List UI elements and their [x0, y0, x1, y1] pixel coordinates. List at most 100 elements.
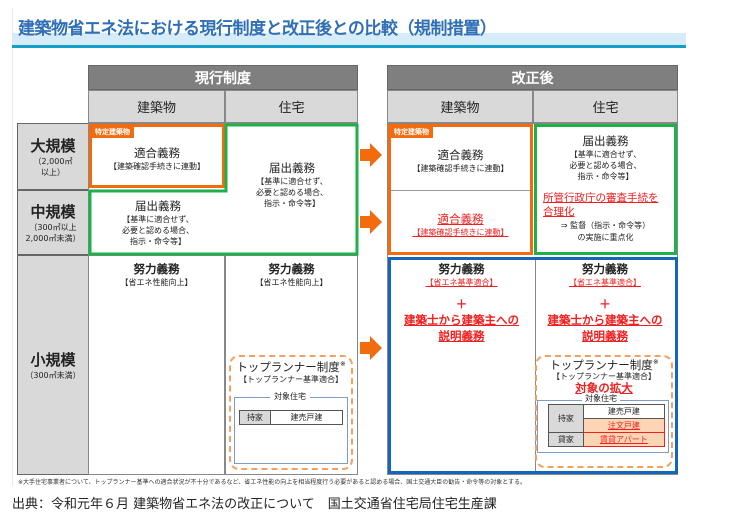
notify-detail: 指示・命令等】 [130, 237, 186, 246]
notify-detail: 【基準に適合せず、 [569, 150, 642, 159]
specific-building-tag: 特定建築物 [91, 126, 134, 138]
toprunner-title-row: トップランナー制度※ [231, 359, 351, 375]
revised-housing-box: 届出義務 【基準に適合せず、 必要と認める場合、 指示・命令等】 所管行政庁の審… [534, 124, 677, 255]
arrow-icon [360, 143, 382, 167]
notify-title: 届出義務 [582, 134, 629, 148]
row-medium-label: 中規模 [30, 203, 76, 221]
revised-col-building: 建築物 [387, 90, 533, 123]
revised-small-building-text: 努力義務 【省エネ基準適合】 ＋ 建築士から建築主への 説明義務 [391, 261, 532, 344]
row-medium: 中規模 （300㎡以上 2,000㎡未満） [17, 190, 89, 255]
row-small-sub1: （300㎡未満） [25, 371, 81, 380]
row-medium-sub1: （300㎡以上 [29, 223, 77, 232]
expand-target-text: 対象の拡大 [575, 381, 633, 395]
footnote: ※大手住宅事業者について、トップランナー基準への適合状況が不十分であるなど、省エ… [18, 479, 527, 486]
title-underline [12, 45, 686, 48]
conform-detail: 【建築確認手続きに連動】 [109, 162, 205, 171]
current-target-table: 持家建売戸建 [239, 410, 344, 425]
current-header: 現行制度 [88, 65, 358, 90]
revised-notify-text: 届出義務 【基準に適合せず、 必要と認める場合、 指示・命令等】 [537, 133, 674, 182]
plus-sign: ＋ [599, 297, 611, 311]
row-small: 小規模 （300㎡未満） [17, 255, 89, 475]
current-small-building-text: 努力義務 【省エネ性能向上】 [88, 261, 225, 288]
effort-detail: 【省エネ基準適合】 [425, 278, 498, 287]
notify-title: 届出義務 [135, 199, 181, 213]
toprunner-title: トップランナー制度 [236, 360, 340, 374]
effort-title: 努力義務 [438, 262, 485, 276]
current-large-housing-text: 届出義務 【基準に適合せず、 必要と認める場合、 指示・命令等】 [228, 160, 356, 209]
explain-line2: 説明義務 [438, 329, 485, 343]
effort-detail: 【省エネ性能向上】 [255, 278, 328, 287]
supervise-line1: ⇒ 監督（指示・命令等） [560, 221, 651, 230]
revised-toprunner-box: トップランナー制度※ 【トップランナー基準適合】 対象の拡大 対象住宅 持家建売… [535, 355, 673, 468]
rationalize-line1: 所管行政庁の審査手続を [543, 192, 659, 204]
current-col-building: 建築物 [88, 90, 225, 123]
conform-detail: 【建築確認手続きに連動】 [412, 164, 509, 173]
target-housing-frame: 対象住宅 持家建売戸建 注文戸建 貸家賃貸アパート [537, 393, 669, 453]
revised-header: 改正後 [387, 65, 678, 90]
notify-detail: 必要と認める場合、 [569, 161, 642, 170]
own-home-cell: 持家 [239, 410, 271, 425]
current-small-housing [225, 255, 358, 475]
conform-detail-new: 【建築確認手続きに連動】 [412, 228, 509, 237]
notify-detail: 【基準に適合せず、 [122, 215, 194, 224]
notify-detail: 指示・命令等】 [264, 199, 320, 208]
current-large-building-box: 特定建築物 適合義務 【建築確認手続きに連動】 [89, 124, 225, 188]
explain-line1: 建築士から建築主への [547, 313, 663, 327]
revised-building-box: 特定建築物 適合義務 【建築確認手続きに連動】 適合義務 【建築確認手続きに連動… [388, 124, 533, 255]
notify-detail: 必要と認める場合、 [122, 226, 194, 235]
arrow-icon [360, 210, 382, 234]
notify-title: 届出義務 [269, 161, 315, 175]
built-for-sale-cell: 建売戸建 [269, 410, 344, 425]
row-large-label: 大規模 [30, 137, 76, 155]
rental-apartment-cell: 賃貸アパート [582, 432, 666, 447]
arrow-icon [360, 336, 382, 360]
effort-detail: 【省エネ性能向上】 [120, 278, 193, 287]
divider [391, 190, 530, 191]
explain-line2: 説明義務 [582, 329, 628, 343]
rationalize-text: 所管行政庁の審査手続を 合理化 [543, 191, 659, 219]
toprunner-detail: 【トップランナー基準適合】 [552, 372, 656, 381]
row-large-sub2: 以上） [41, 168, 65, 177]
current-col-housing: 住宅 [225, 90, 358, 123]
row-large-sub1: （2,000㎡ [33, 157, 73, 166]
revised-target-table: 持家建売戸建 注文戸建 貸家賃貸アパート [548, 404, 666, 447]
toprunner-title: トップランナー制度 [549, 358, 653, 372]
title-band [12, 33, 686, 45]
source-citation: 出典：令和元年６月 建築物省エネ法の改正について 国土交通省住宅局住宅生産課 [12, 497, 497, 512]
target-housing-label: 対象住宅 [270, 391, 310, 402]
supervise-line2: の実施に重点化 [577, 233, 634, 242]
plus-sign: ＋ [455, 297, 468, 311]
page-title: 建築物省エネ法における現行制度と改正後との比較（規制措置） [18, 19, 497, 39]
conform-title: 適合義務 [437, 148, 484, 162]
built-for-sale-cell: 建売戸建 [582, 404, 666, 419]
rationalize-line2: 合理化 [543, 206, 575, 218]
toprunner-detail: 【トップランナー基準適合】 [239, 375, 343, 384]
effort-title: 努力義務 [268, 262, 315, 276]
target-housing-label: 対象住宅 [582, 393, 620, 404]
rental-home-cell: 貸家 [548, 432, 584, 447]
notify-detail: 必要と認める場合、 [256, 188, 328, 197]
current-small-building [88, 255, 225, 475]
current-toprunner-box: トップランナー制度※ 【トップランナー基準適合】 対象住宅 持家建売戸建 [229, 355, 353, 470]
explain-line1: 建築士から建築主への [404, 313, 519, 327]
effort-title: 努力義務 [582, 262, 628, 276]
toprunner-mark: ※ [652, 358, 659, 367]
toprunner-mark: ※ [339, 360, 346, 369]
current-small-housing-text: 努力義務 【省エネ性能向上】 [225, 261, 358, 288]
current-medium-building-text: 届出義務 【基準に適合せず、 必要と認める場合、 指示・命令等】 [92, 198, 224, 247]
effort-detail: 【省エネ基準適合】 [569, 278, 641, 287]
row-large: 大規模 （2,000㎡ 以上） [17, 123, 89, 190]
row-small-label: 小規模 [30, 351, 76, 369]
target-housing-frame: 対象住宅 持家建売戸建 [234, 391, 348, 464]
custom-built-cell: 注文戸建 [582, 418, 666, 433]
toprunner-title-row: トップランナー制度※ [537, 357, 671, 373]
conform-title: 適合義務 [134, 146, 180, 160]
effort-title: 努力義務 [133, 262, 180, 276]
notify-detail: 【基準に適合せず、 [256, 177, 328, 186]
revised-small-housing-text: 努力義務 【省エネ基準適合】 ＋ 建築士から建築主への 説明義務 [534, 261, 676, 344]
specific-building-tag: 特定建築物 [390, 126, 433, 138]
row-medium-sub2: 2,000㎡未満） [25, 234, 81, 243]
revised-col-housing: 住宅 [533, 90, 678, 123]
